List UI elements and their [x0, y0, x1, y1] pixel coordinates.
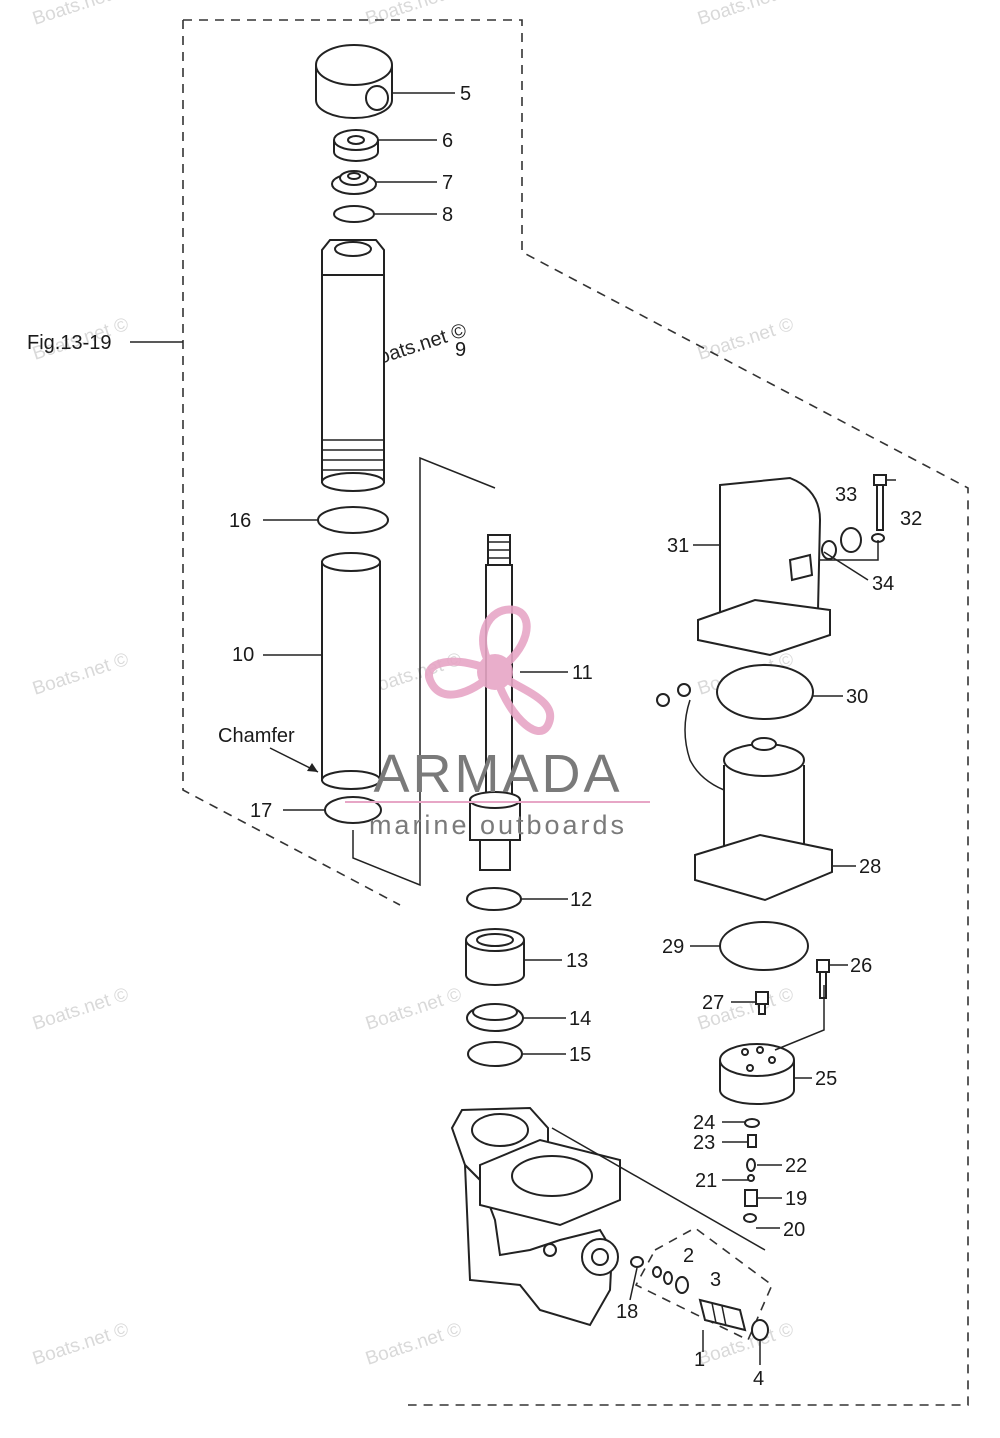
watermark: Boats.net © — [363, 1319, 464, 1370]
part-21-ball — [747, 1174, 755, 1182]
part-16-oring — [317, 506, 389, 534]
callout-1: 1 — [694, 1349, 705, 1371]
callout-11: 11 — [572, 662, 593, 684]
callout-17: 17 — [250, 800, 272, 822]
callout-23: 23 — [693, 1132, 715, 1154]
part-27-fitting — [755, 991, 769, 1015]
watermark: Boats.net © — [695, 314, 796, 365]
brand-tagline: marine outboards — [369, 810, 627, 840]
callout-31: 31 — [667, 535, 689, 557]
part-34-oring — [821, 540, 837, 560]
part-5-cap — [315, 44, 393, 119]
callout-29: 29 — [662, 936, 684, 958]
part-13-seal — [465, 928, 525, 986]
watermark: Boats.net © — [30, 1319, 131, 1370]
callout-10: 10 — [232, 644, 254, 666]
watermark: Boats.net © — [695, 1319, 796, 1370]
callout-24: 24 — [693, 1112, 715, 1134]
callout-4: 4 — [753, 1368, 764, 1390]
callout-13: 13 — [566, 950, 588, 972]
callout-2: 2 — [683, 1245, 694, 1267]
part-33-plug — [840, 527, 862, 553]
callout-16: 16 — [229, 510, 251, 532]
part-30-oring — [716, 664, 814, 720]
callout-14: 14 — [569, 1008, 591, 1030]
armada-logo: ARMADA marine outboards — [345, 605, 650, 840]
part-20-oring — [743, 1213, 757, 1223]
callout-3: 3 — [710, 1269, 721, 1291]
part-12-oring — [466, 887, 522, 911]
callout-labels: 1 2 3 4 5 6 7 8 9 10 11 12 13 14 15 16 1… — [229, 83, 922, 1390]
part-14-ring — [466, 1003, 524, 1032]
part-25-valve-body — [719, 1043, 795, 1105]
callout-21: 21 — [695, 1170, 717, 1192]
part-9-cylinder — [321, 239, 385, 492]
watermark: Boats.net © — [363, 984, 464, 1035]
chamfer-arrowhead — [307, 763, 318, 772]
pump-leader — [551, 1127, 766, 1251]
part-2b-oring — [663, 1271, 673, 1285]
part-23-spring — [747, 1134, 757, 1148]
part-6-nut — [333, 129, 379, 162]
part-32-bolt — [871, 474, 887, 543]
part-31-motor-cover — [697, 476, 831, 657]
callout-26: 26 — [850, 955, 872, 977]
callout-7: 7 — [442, 172, 453, 194]
callout-22: 22 — [785, 1155, 807, 1177]
watermark: Boats.net © — [695, 0, 796, 30]
part-2-oring — [652, 1266, 662, 1278]
part-8-oring — [333, 205, 375, 223]
callout-30: 30 — [846, 686, 868, 708]
bolt-leader — [820, 540, 879, 561]
callout-19: 19 — [785, 1188, 807, 1210]
part-22-pin — [746, 1158, 756, 1172]
watermark: Boats.net © — [30, 984, 131, 1035]
callout-28: 28 — [859, 856, 881, 878]
callout-8: 8 — [442, 204, 453, 226]
part-19-plug — [744, 1189, 758, 1207]
callout-33: 33 — [835, 484, 857, 506]
callout-34: 34 — [872, 573, 894, 595]
callout-25: 25 — [815, 1068, 837, 1090]
part-18-washer — [630, 1256, 644, 1268]
watermark: Boats.net © — [363, 0, 464, 30]
callout-32: 32 — [900, 508, 922, 530]
part-4-ring — [751, 1319, 769, 1341]
valve-leader — [774, 985, 825, 1051]
part-28-motor — [656, 683, 833, 902]
part-10-sleeve — [321, 552, 381, 790]
assembly-boundary — [182, 19, 969, 1406]
part-3-oring — [675, 1276, 689, 1294]
chamfer-label: Chamfer — [218, 725, 295, 747]
part-7-bushing — [331, 170, 377, 195]
watermark: Boats.net © — [30, 649, 131, 700]
leader-lines — [263, 92, 896, 1365]
callout-20: 20 — [783, 1219, 805, 1241]
callout-12: 12 — [570, 889, 592, 911]
part-1-valve — [698, 1298, 747, 1332]
callout-18: 18 — [616, 1301, 638, 1323]
propeller-icon — [425, 605, 555, 735]
fig-ref-label: Fig.13-19 — [27, 332, 112, 354]
part-15-ring — [467, 1041, 523, 1067]
brand-name: ARMADA — [373, 744, 622, 804]
valve-assembly-box — [634, 1227, 773, 1342]
part-24-seal — [744, 1118, 760, 1128]
part-29-oring — [719, 921, 809, 971]
part-26-screw — [816, 959, 830, 999]
callout-6: 6 — [442, 130, 453, 152]
callout-27: 27 — [702, 992, 724, 1014]
callout-5: 5 — [460, 83, 471, 105]
rod-group-bracket — [352, 456, 496, 887]
watermark: Boats.net © — [30, 0, 131, 30]
callout-15: 15 — [569, 1044, 591, 1066]
callout-9: 9 — [455, 339, 466, 361]
pump-body — [450, 1106, 621, 1327]
